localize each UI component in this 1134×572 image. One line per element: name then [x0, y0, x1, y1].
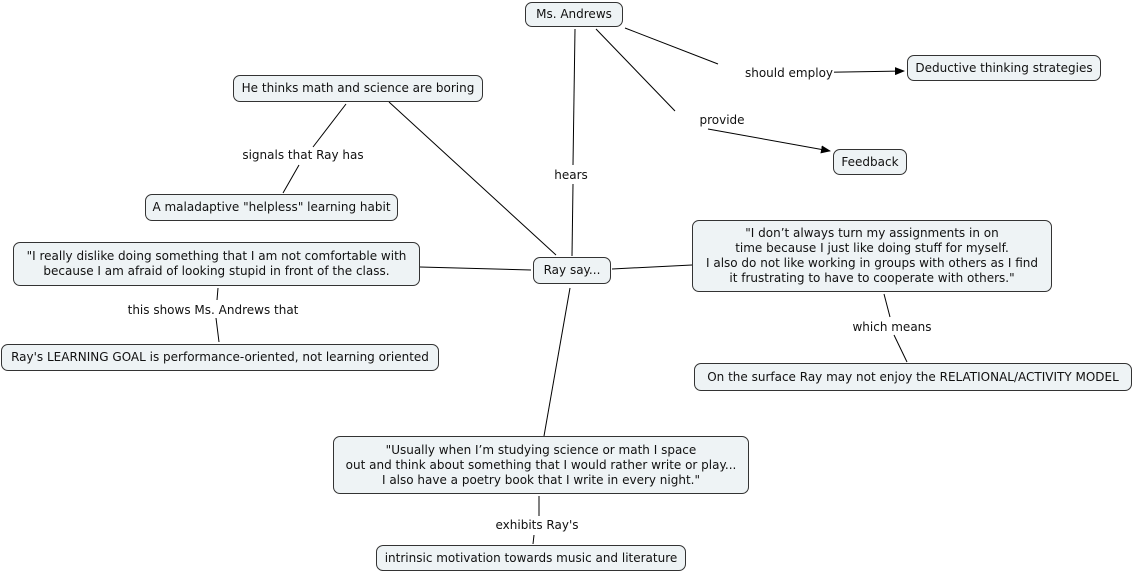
line-ray-usually [543, 287, 571, 437]
concept-helpless-habit[interactable]: A maladaptive "helpless" learning habit [145, 194, 398, 221]
line-signals-helpless [282, 164, 300, 194]
concept-intrinsic-motivation[interactable]: intrinsic motivation towards music and l… [376, 545, 686, 571]
line-andrews-hears [572, 28, 576, 166]
link-label-provide[interactable]: provide [698, 113, 746, 127]
line-dislike-thisshows [216, 287, 219, 301]
line-ray-assignments [611, 264, 693, 270]
link-label-this-shows[interactable]: this shows Ms. Andrews that [126, 303, 300, 317]
arrow-provide-feedback [707, 128, 831, 154]
line-ray-dislike [419, 266, 532, 271]
line-ray-boring [388, 101, 557, 256]
concept-assignments-quote[interactable]: "I don’t always turn my assignments in o… [692, 220, 1052, 292]
line-boring-signals [312, 103, 347, 148]
link-label-which-means[interactable]: which means [851, 320, 933, 334]
concept-dislike-quote[interactable]: "I really dislike doing something that I… [13, 242, 420, 286]
line-exhibits-intrinsic [532, 534, 535, 545]
line-andrews-should-employ [624, 27, 719, 65]
line-andrews-provide [595, 28, 676, 112]
line-assignments-which [883, 293, 891, 318]
link-label-exhibits[interactable]: exhibits Ray's [494, 518, 580, 532]
line-which-surface [893, 334, 908, 363]
concept-boring[interactable]: He thinks math and science are boring [233, 75, 483, 102]
link-label-signals[interactable]: signals that Ray has [241, 148, 365, 162]
line-hears-ray [571, 183, 574, 257]
line-thisshows-goal [215, 317, 220, 343]
concept-feedback[interactable]: Feedback [833, 149, 907, 175]
concept-ray-say[interactable]: Ray say... [533, 257, 611, 284]
link-label-should-employ[interactable]: should employ [743, 66, 835, 80]
link-label-hears[interactable]: hears [553, 168, 589, 182]
concept-deductive-thinking[interactable]: Deductive thinking strategies [907, 55, 1101, 81]
concept-ms-andrews[interactable]: Ms. Andrews [525, 2, 623, 27]
concept-surface-relational[interactable]: On the surface Ray may not enjoy the REL… [694, 363, 1132, 391]
concept-usually-quote[interactable]: "Usually when I’m studying science or ma… [333, 436, 749, 494]
concept-learning-goal[interactable]: Ray's LEARNING GOAL is performance-orien… [1, 344, 439, 371]
